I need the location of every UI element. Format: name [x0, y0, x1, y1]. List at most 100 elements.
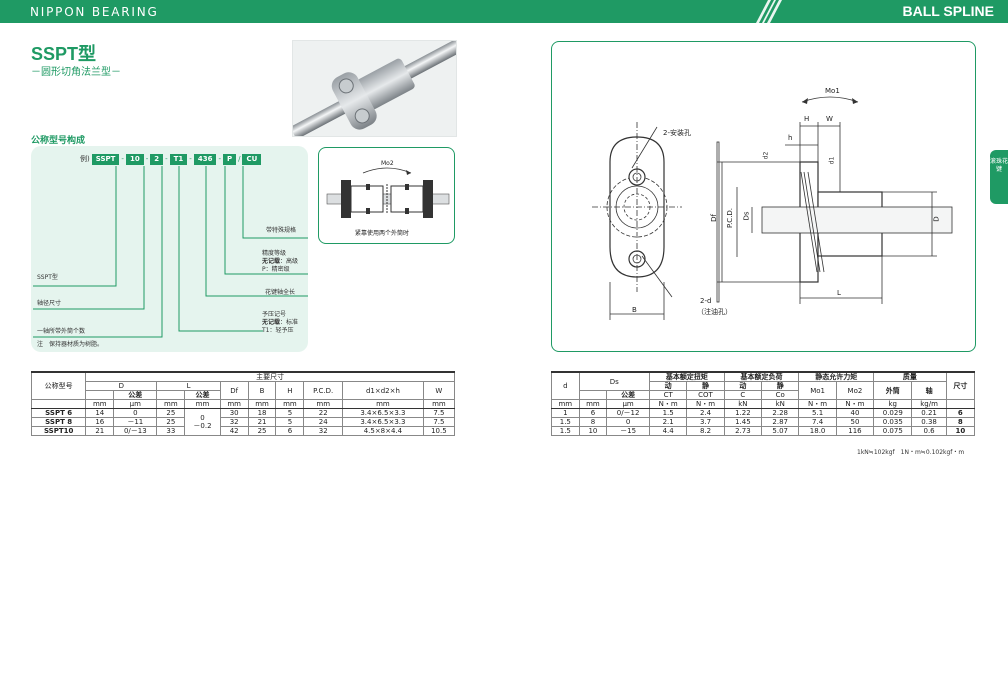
- cell: 1.5: [551, 417, 580, 427]
- cell-size: 8: [945, 417, 976, 427]
- product-title: SSPT型: [31, 44, 97, 64]
- th-torque: 基本额定扭矩: [648, 371, 725, 382]
- th-PCD: P.C.D.: [303, 381, 344, 400]
- th-load-sta: 静: [761, 381, 800, 391]
- cell: 22: [303, 408, 344, 418]
- label-H: H: [804, 115, 810, 123]
- th-model: 公称型号: [30, 371, 87, 400]
- cell: 1.5: [551, 426, 580, 436]
- preload-none: 无记载: [262, 319, 281, 326]
- cell: 0.6: [911, 426, 947, 436]
- th-co: Co: [761, 390, 800, 400]
- cell: 1: [551, 408, 580, 418]
- cell-size: 10: [945, 426, 976, 436]
- cell: 50: [835, 417, 875, 427]
- precision-none-value: ：高级: [280, 258, 299, 265]
- cell: 10.5: [422, 426, 456, 436]
- cell: 10: [578, 426, 608, 436]
- l-tol-lower: －0.2: [193, 422, 212, 430]
- th-torque-sta: 静: [686, 381, 725, 391]
- unit-conversion-note: 1kN≒102kgf 1N・m≒0.102kgf・m: [857, 449, 965, 456]
- mo2-caption: 紧靠使用两个外筒时: [355, 230, 410, 237]
- cell: 3.4×6.5×3.3: [342, 408, 424, 418]
- unit-cell: N・m: [648, 399, 688, 409]
- cell: 1.45: [723, 417, 763, 427]
- precision-none: 无记载: [262, 258, 281, 265]
- cell: 1.5: [648, 408, 688, 418]
- table-row: 1.5 10 －15 4.4 8.2 2.73 5.07 18.0 116 0.…: [551, 426, 976, 436]
- double-nut-diagram: [326, 167, 450, 218]
- cell-model: SSPT 8: [30, 417, 87, 427]
- l-tol-upper: 0: [200, 414, 205, 422]
- label-precision: 精度等级 无记载：高级 P：精密级: [262, 250, 298, 274]
- mo2-diagram-panel: Mo2 紧靠使用两个外筒时: [318, 147, 455, 244]
- units-row: mm μm mm mm mm mm mm mm mm mm: [30, 399, 456, 409]
- th-torque-dyn: 动: [648, 381, 688, 391]
- table-row: SSPT10 21 0/－13 33 42 25 6 32 4.5×8×4.4 …: [30, 426, 456, 436]
- th-mo2: Mo2: [835, 381, 875, 400]
- cell: 40: [835, 408, 875, 418]
- label-L: L: [837, 289, 841, 297]
- th-B: B: [247, 381, 277, 400]
- code-nut-count: 2: [150, 153, 164, 165]
- precision-title: 精度等级: [262, 250, 287, 257]
- cell: 2.28: [761, 408, 800, 418]
- label-preload: 予压记号 无记载：标准 T1：轻予压: [262, 311, 298, 335]
- th-load-dyn: 动: [723, 381, 763, 391]
- unit-cell: kN: [761, 399, 800, 409]
- cell: 2.73: [723, 426, 763, 436]
- label-mo1: Mo1: [825, 87, 840, 95]
- cell: 42: [219, 426, 249, 436]
- th-d: d: [551, 371, 580, 400]
- unit-cell: mm: [219, 399, 249, 409]
- label-h: h: [788, 134, 793, 142]
- product-subtitle: －圆形切角法兰型－: [31, 67, 121, 78]
- cell: 21: [85, 426, 115, 436]
- preload-none-value: ：标准: [280, 319, 299, 326]
- cell: 6: [578, 408, 608, 418]
- cell: 8.2: [686, 426, 725, 436]
- cell: －11: [113, 417, 158, 427]
- code-special: CU: [242, 153, 262, 165]
- cell-model: SSPT 6: [30, 408, 87, 418]
- cell: 7.4: [798, 417, 837, 427]
- unit-cell: kg/m: [911, 399, 947, 409]
- cell: 5.07: [761, 426, 800, 436]
- unit-cell: N・m: [686, 399, 725, 409]
- th-shaft: 轴: [911, 381, 947, 400]
- cell: 1.22: [723, 408, 763, 418]
- cell: 0.035: [873, 417, 913, 427]
- code-preload: T1: [169, 153, 188, 165]
- cell: 2.87: [761, 417, 800, 427]
- cell: 116: [835, 426, 875, 436]
- cell: 6: [275, 426, 305, 436]
- th-Df: Df: [219, 381, 249, 400]
- load-ratings-table: d Ds 基本额定扭矩 基本额定负荷 静态允许力矩 质量 尺寸 动 静 动 静 …: [551, 371, 976, 436]
- label-W: W: [826, 115, 833, 123]
- label-Df: Df: [709, 214, 718, 222]
- unit-cell: mm: [422, 399, 456, 409]
- th-ct: CT: [648, 390, 688, 400]
- label-PCD: P.C.D.: [726, 207, 735, 229]
- th-H: H: [275, 381, 305, 400]
- cell: 16: [85, 417, 115, 427]
- brand-name: NIPPON BEARING: [30, 5, 159, 19]
- th-ds-tol: 公差: [606, 390, 650, 400]
- unit-cell: kN: [723, 399, 763, 409]
- th-outer: 外筒: [873, 381, 913, 400]
- cell: 25: [156, 417, 186, 427]
- unit-cell: mm: [342, 399, 424, 409]
- cell: 0.075: [873, 426, 913, 436]
- unit-cell: mm: [247, 399, 277, 409]
- unit-cell: N・m: [835, 399, 875, 409]
- th-W: W: [422, 381, 456, 400]
- th-mass: 质量: [873, 371, 947, 382]
- label-mount-hole: 2-安装孔: [663, 129, 691, 137]
- cell: 5.1: [798, 408, 837, 418]
- category-side-tab[interactable]: 滚珠花键: [990, 150, 1008, 204]
- label-shaft: 轴径尺寸: [37, 300, 62, 307]
- unit-cell: μm: [606, 399, 650, 409]
- label-spline-length: 花键轴全长: [265, 289, 296, 296]
- model-composition-panel: [31, 146, 308, 352]
- section-title: BALL SPLINE: [902, 3, 994, 19]
